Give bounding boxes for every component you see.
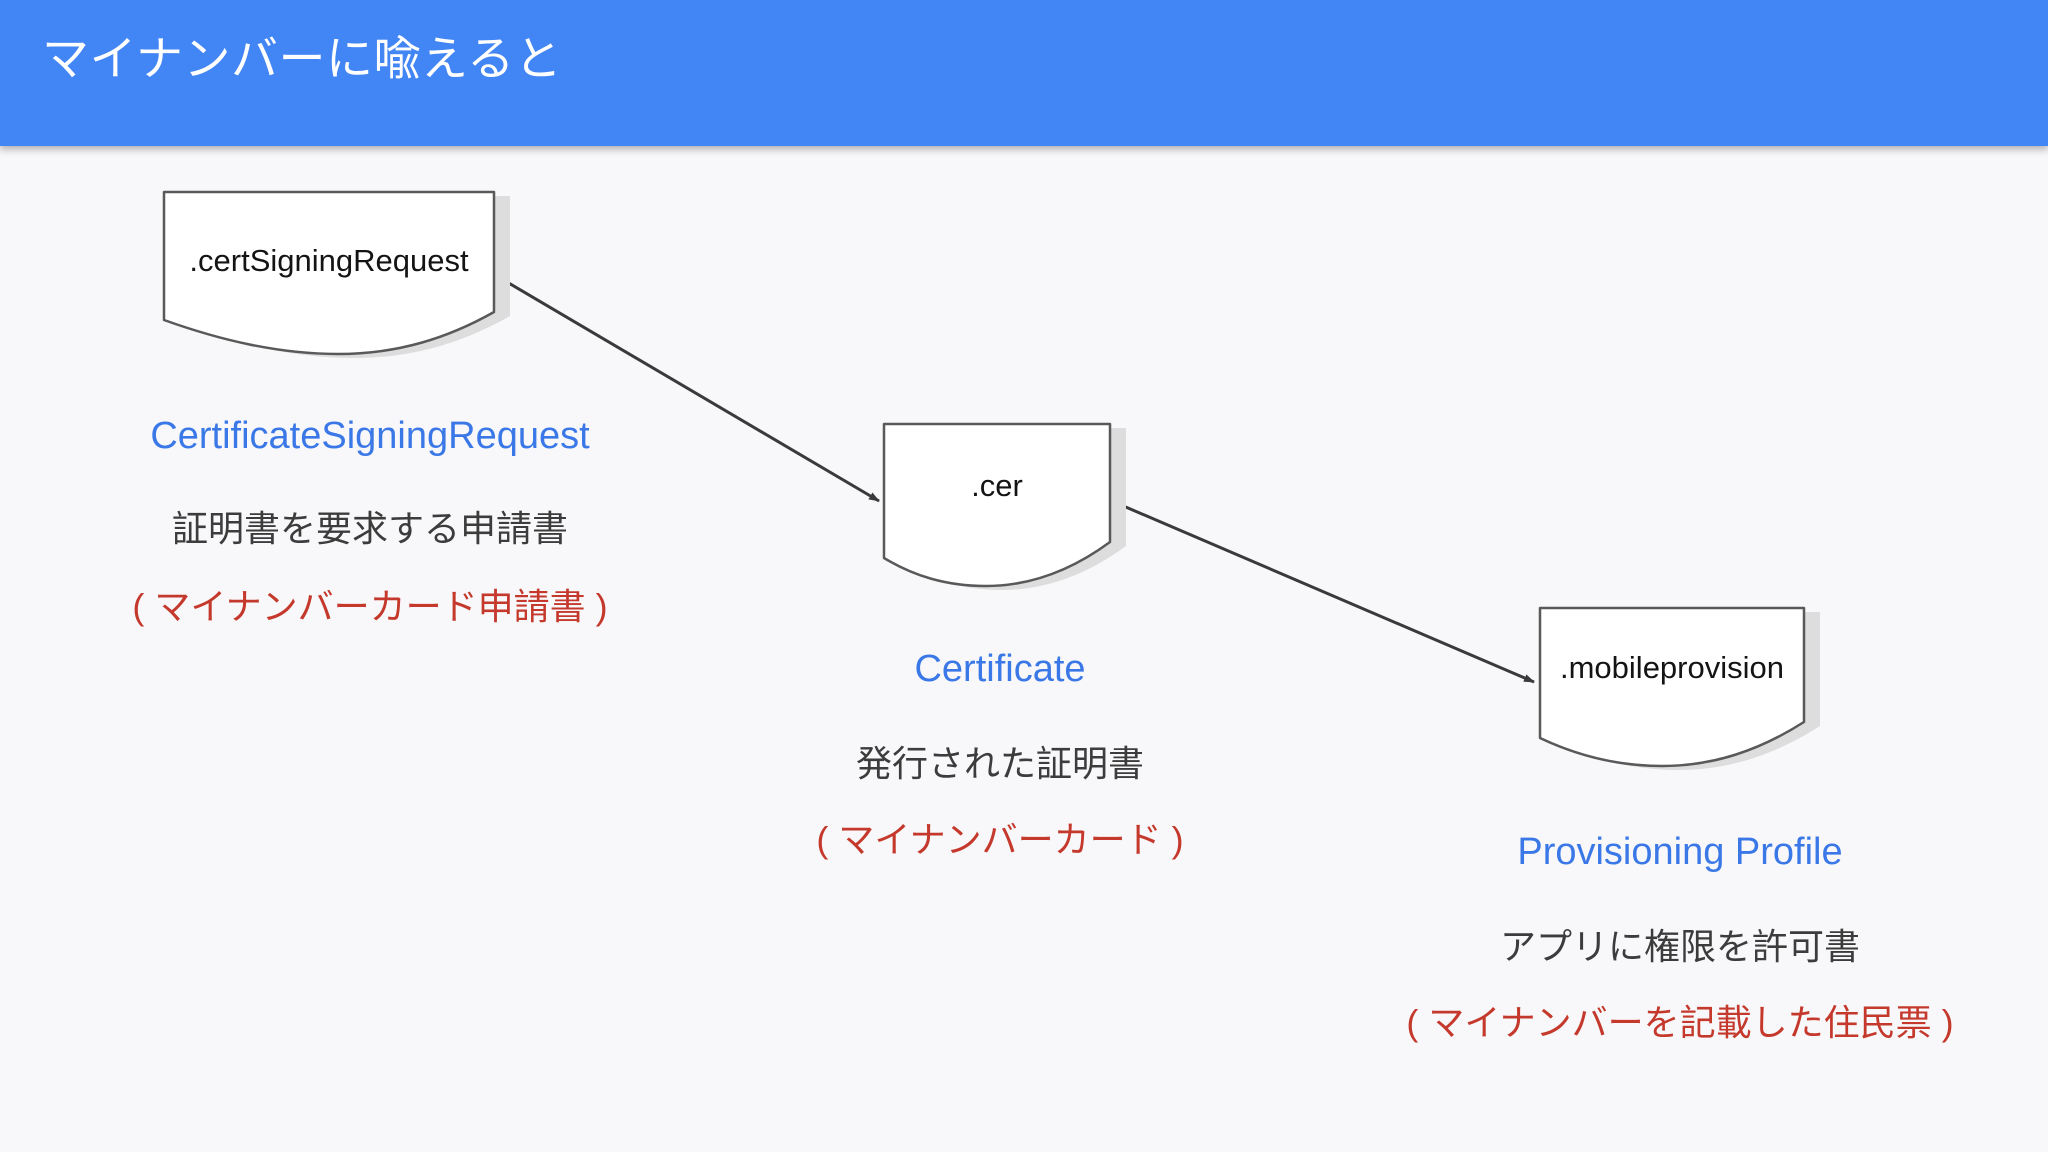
document-label-cer: .cer bbox=[971, 468, 1023, 503]
caption-description-cer: 発行された証明書 bbox=[855, 743, 1144, 784]
document-shape-cer: .cer bbox=[882, 422, 1126, 590]
caption-group-profile: Provisioning Profile アプリに権限を許可書 ( マイナンバー… bbox=[1340, 828, 2020, 1046]
caption-description-profile: アプリに権限を許可書 bbox=[1499, 926, 1860, 967]
document-shape-profile: .mobileprovision bbox=[1538, 606, 1820, 770]
document-body bbox=[1538, 606, 1806, 768]
caption-title-cer: Certificate bbox=[914, 648, 1086, 690]
document-shape-csr: .certSigningRequest bbox=[162, 190, 510, 358]
caption-group-csr: CertificateSigningRequest 証明書を要求する申請書 ( … bbox=[20, 412, 720, 630]
document-body bbox=[882, 422, 1112, 588]
caption-analogy-csr: ( マイナンバーカード申請書 ) bbox=[132, 586, 608, 627]
caption-title-csr: CertificateSigningRequest bbox=[150, 415, 590, 457]
document-label-csr: .certSigningRequest bbox=[189, 243, 469, 278]
document-body bbox=[162, 190, 496, 356]
document-label-profile: .mobileprovision bbox=[1560, 650, 1784, 685]
caption-group-cer: Certificate 発行された証明書 ( マイナンバーカード ) bbox=[660, 645, 1340, 863]
slide-header-bar: マイナンバーに喩えると bbox=[0, 0, 2048, 146]
page-title: マイナンバーに喩えると bbox=[42, 32, 563, 85]
caption-description-csr: 証明書を要求する申請書 bbox=[171, 508, 568, 549]
caption-analogy-cer: ( マイナンバーカード ) bbox=[816, 819, 1184, 860]
caption-title-profile: Provisioning Profile bbox=[1517, 831, 1843, 873]
caption-analogy-profile: ( マイナンバーを記載した住民票 ) bbox=[1406, 1002, 1954, 1043]
